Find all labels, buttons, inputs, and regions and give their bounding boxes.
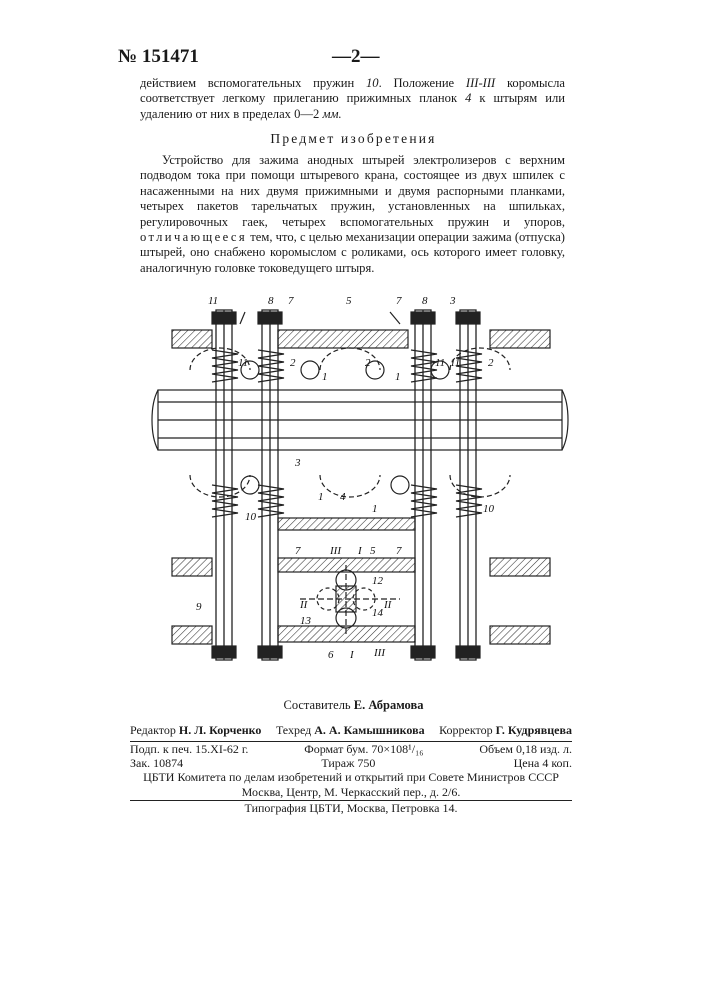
figure-label: 4 (340, 491, 346, 503)
signed-date: Подп. к печ. 15.XI-62 г. (130, 742, 248, 756)
figure-label: 12 (372, 575, 384, 587)
figure-label: II (299, 599, 309, 611)
techred-field: Техред А. А. Камышникова (276, 723, 425, 741)
figure-label: 8 (422, 295, 428, 307)
editor-name: Н. Л. Корченко (179, 723, 262, 737)
paper-format: Формат бум. 70×108¹/₁₆ (304, 742, 423, 756)
staff-row: Редактор Н. Л. Корченко Техред А. А. Кам… (130, 723, 572, 741)
figure-label: 11 (435, 357, 445, 369)
claim-text: Устройство для зажима анодных штырей эле… (140, 153, 565, 229)
text-fragment: . Положение (379, 76, 466, 90)
section-title: Предмет изобретения (0, 131, 707, 147)
imprint-block: Редактор Н. Л. Корченко Техред А. А. Кам… (130, 723, 572, 816)
publisher-address: Москва, Центр, М. Черкасский пер., д. 2/… (130, 785, 572, 800)
volume: Объем 0,18 изд. л. (479, 742, 572, 756)
figure-label: 6 (328, 649, 334, 661)
compiler-line: Составитель Е. Абрамова (0, 698, 707, 713)
figure-label: 2 (290, 357, 296, 369)
claim-emphasis: отличающееся (140, 230, 247, 244)
figure-label: 11 (238, 357, 248, 369)
figure-label: 1 (395, 371, 401, 383)
position-ref: III-III (466, 76, 495, 90)
figure-label: II (383, 599, 393, 611)
figure-label: 7 (396, 545, 402, 557)
figure-label: 2 (365, 357, 371, 369)
figure-label: 7 (295, 545, 301, 557)
corrector-name: Г. Кудрявцева (496, 723, 572, 737)
patent-number: № 151471 (118, 46, 199, 68)
unit: мм. (322, 107, 341, 121)
figure-label: 3 (294, 457, 301, 469)
figure-label: 1 (372, 503, 378, 515)
price: Цена 4 коп. (514, 756, 572, 770)
corrector-field: Корректор Г. Кудрявцева (439, 723, 572, 741)
figure-label: 9 (196, 601, 202, 613)
print-details-row: Подп. к печ. 15.XI-62 г. Формат бум. 70×… (130, 742, 572, 756)
publisher-org: ЦБТИ Комитета по делам изобретений и отк… (130, 770, 572, 785)
figure-label: 11 (450, 357, 460, 369)
figure-label: 11 (208, 295, 218, 307)
claim-paragraph: Устройство для зажима анодных штырей эле… (140, 153, 565, 276)
figure-label: 3 (449, 295, 456, 307)
order-row: Зак. 10874 Тираж 750 Цена 4 коп. (130, 756, 572, 770)
editor-label: Редактор (130, 723, 176, 737)
compiler-label: Составитель (283, 698, 350, 712)
page-number: —2— (332, 46, 380, 68)
corrector-label: Корректор (439, 723, 493, 737)
figure-label: III (329, 545, 342, 557)
figure-label: 2 (488, 357, 494, 369)
text-fragment: действием вспомогательных пружин (140, 76, 366, 90)
techred-label: Техред (276, 723, 311, 737)
figure-label: 5 (346, 295, 352, 307)
figure-label: 8 (268, 295, 274, 307)
compiler-name: Е. Абрамова (354, 698, 424, 712)
figure-label: 5 (370, 545, 376, 557)
figure-label: III (373, 647, 386, 659)
technical-drawing: 11 8 7 5 7 8 3 11 2 1 2 1 11 11 2 3 10 1… (150, 290, 570, 680)
figure-label: 1 (318, 491, 324, 503)
techred-name: А. А. Камышникова (314, 723, 424, 737)
continuation-paragraph: действием вспомогательных пружин 10. Пол… (140, 76, 565, 122)
figure-label: 14 (372, 607, 384, 619)
printer: Типография ЦБТИ, Москва, Петровка 14. (130, 801, 572, 816)
figure-label: 13 (300, 615, 312, 627)
editor-field: Редактор Н. Л. Корченко (130, 723, 261, 741)
figure-label: I (357, 545, 363, 557)
figure-label: 1 (322, 371, 328, 383)
print-run: Тираж 750 (321, 756, 375, 770)
figure-label: 10 (483, 503, 495, 515)
figure-label: 7 (396, 295, 402, 307)
figure-label: 10 (245, 511, 257, 523)
order-number: Зак. 10874 (130, 756, 183, 770)
figure-label: I (349, 649, 355, 661)
figure-label: 7 (288, 295, 294, 307)
spring-ref: 10 (366, 76, 379, 90)
